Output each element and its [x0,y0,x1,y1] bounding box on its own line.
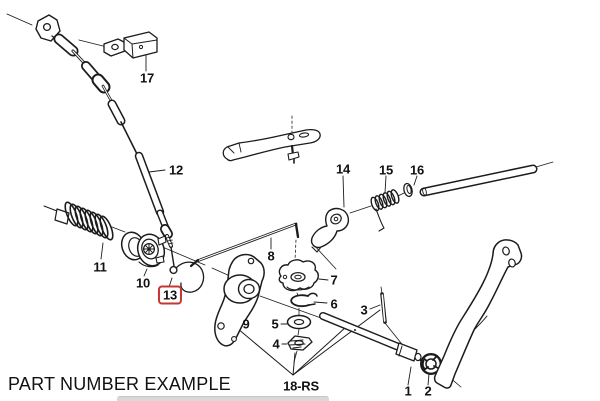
part-label-10[interactable]: 10 [135,275,151,291]
part-label-9[interactable]: 9 [242,316,250,332]
coil-spring-11 [43,201,114,241]
bracket-9 [214,253,265,347]
washer-5 [286,314,312,330]
part-label-4[interactable]: 4 [272,336,280,352]
part-label-16[interactable]: 16 [409,162,425,178]
part-label-14[interactable]: 14 [335,161,351,177]
part-label-11[interactable]: 11 [93,259,107,275]
clip-wire-13 [175,261,205,293]
diagram-caption: PART NUMBER EXAMPLE [8,374,231,394]
c-clip-6 [290,292,318,308]
rod-8 [189,222,300,268]
part-label-5[interactable]: 5 [271,316,279,332]
assembly-axis-lines [111,115,554,388]
pin-3 [380,286,387,324]
bottom-panel-edge [117,396,329,401]
part-label-8[interactable]: 8 [267,248,275,264]
tube-16 [403,164,538,198]
part-label-1[interactable]: 1 [404,383,412,399]
spring-15 [370,189,400,232]
lever-14 [310,207,350,253]
cam-plate-7 [278,259,319,292]
grommet-2 [420,353,443,376]
part-label-3[interactable]: 3 [360,302,368,318]
part-label-17[interactable]: 17 [139,70,155,86]
part-label-6[interactable]: 6 [330,296,338,312]
part-label-7[interactable]: 7 [330,272,338,288]
part-label-15[interactable]: 15 [378,162,394,178]
part-label-18-RS[interactable]: 18-RS [283,378,319,394]
clip-4 [287,335,313,351]
shift-cable [6,13,178,275]
cable-clamp-17 [78,31,158,59]
part-label-12[interactable]: 12 [168,162,184,178]
bushing-housing-10 [120,231,167,268]
part-label-13[interactable]: 13 [157,285,183,305]
selector-rod-1 [319,312,428,365]
part-label-2[interactable]: 2 [424,383,432,399]
strap-bracket [222,128,321,164]
label-leader-lines [100,54,430,386]
bent-lever [433,239,523,389]
